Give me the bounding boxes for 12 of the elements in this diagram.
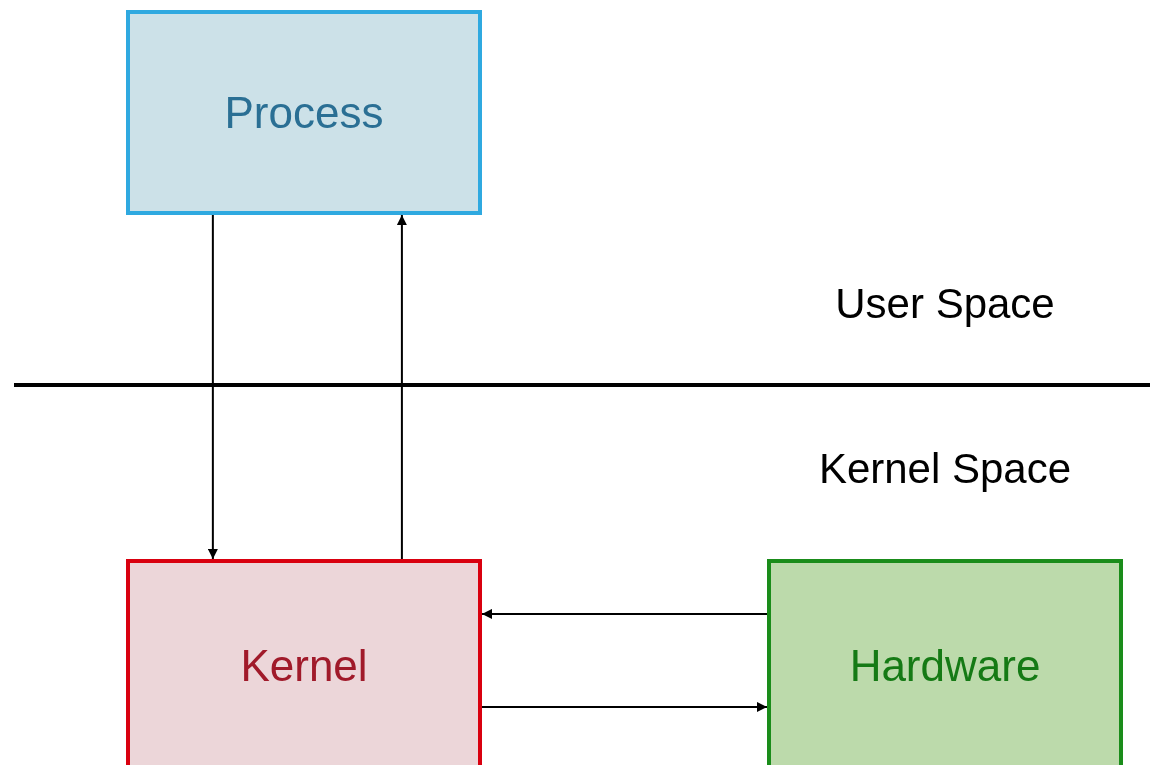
arrow <box>207 214 218 560</box>
process-box <box>767 559 1123 765</box>
node-label: Kernel <box>240 639 368 692</box>
region-label: User Space <box>834 279 1056 329</box>
process-box <box>126 559 482 765</box>
arrow <box>481 702 768 712</box>
node-label: Process <box>224 87 384 139</box>
arrow <box>396 214 407 560</box>
node-label: Hardware <box>849 639 1041 692</box>
arrow <box>481 608 768 619</box>
region-label: Kernel Space <box>817 444 1073 494</box>
process-box <box>126 10 482 215</box>
